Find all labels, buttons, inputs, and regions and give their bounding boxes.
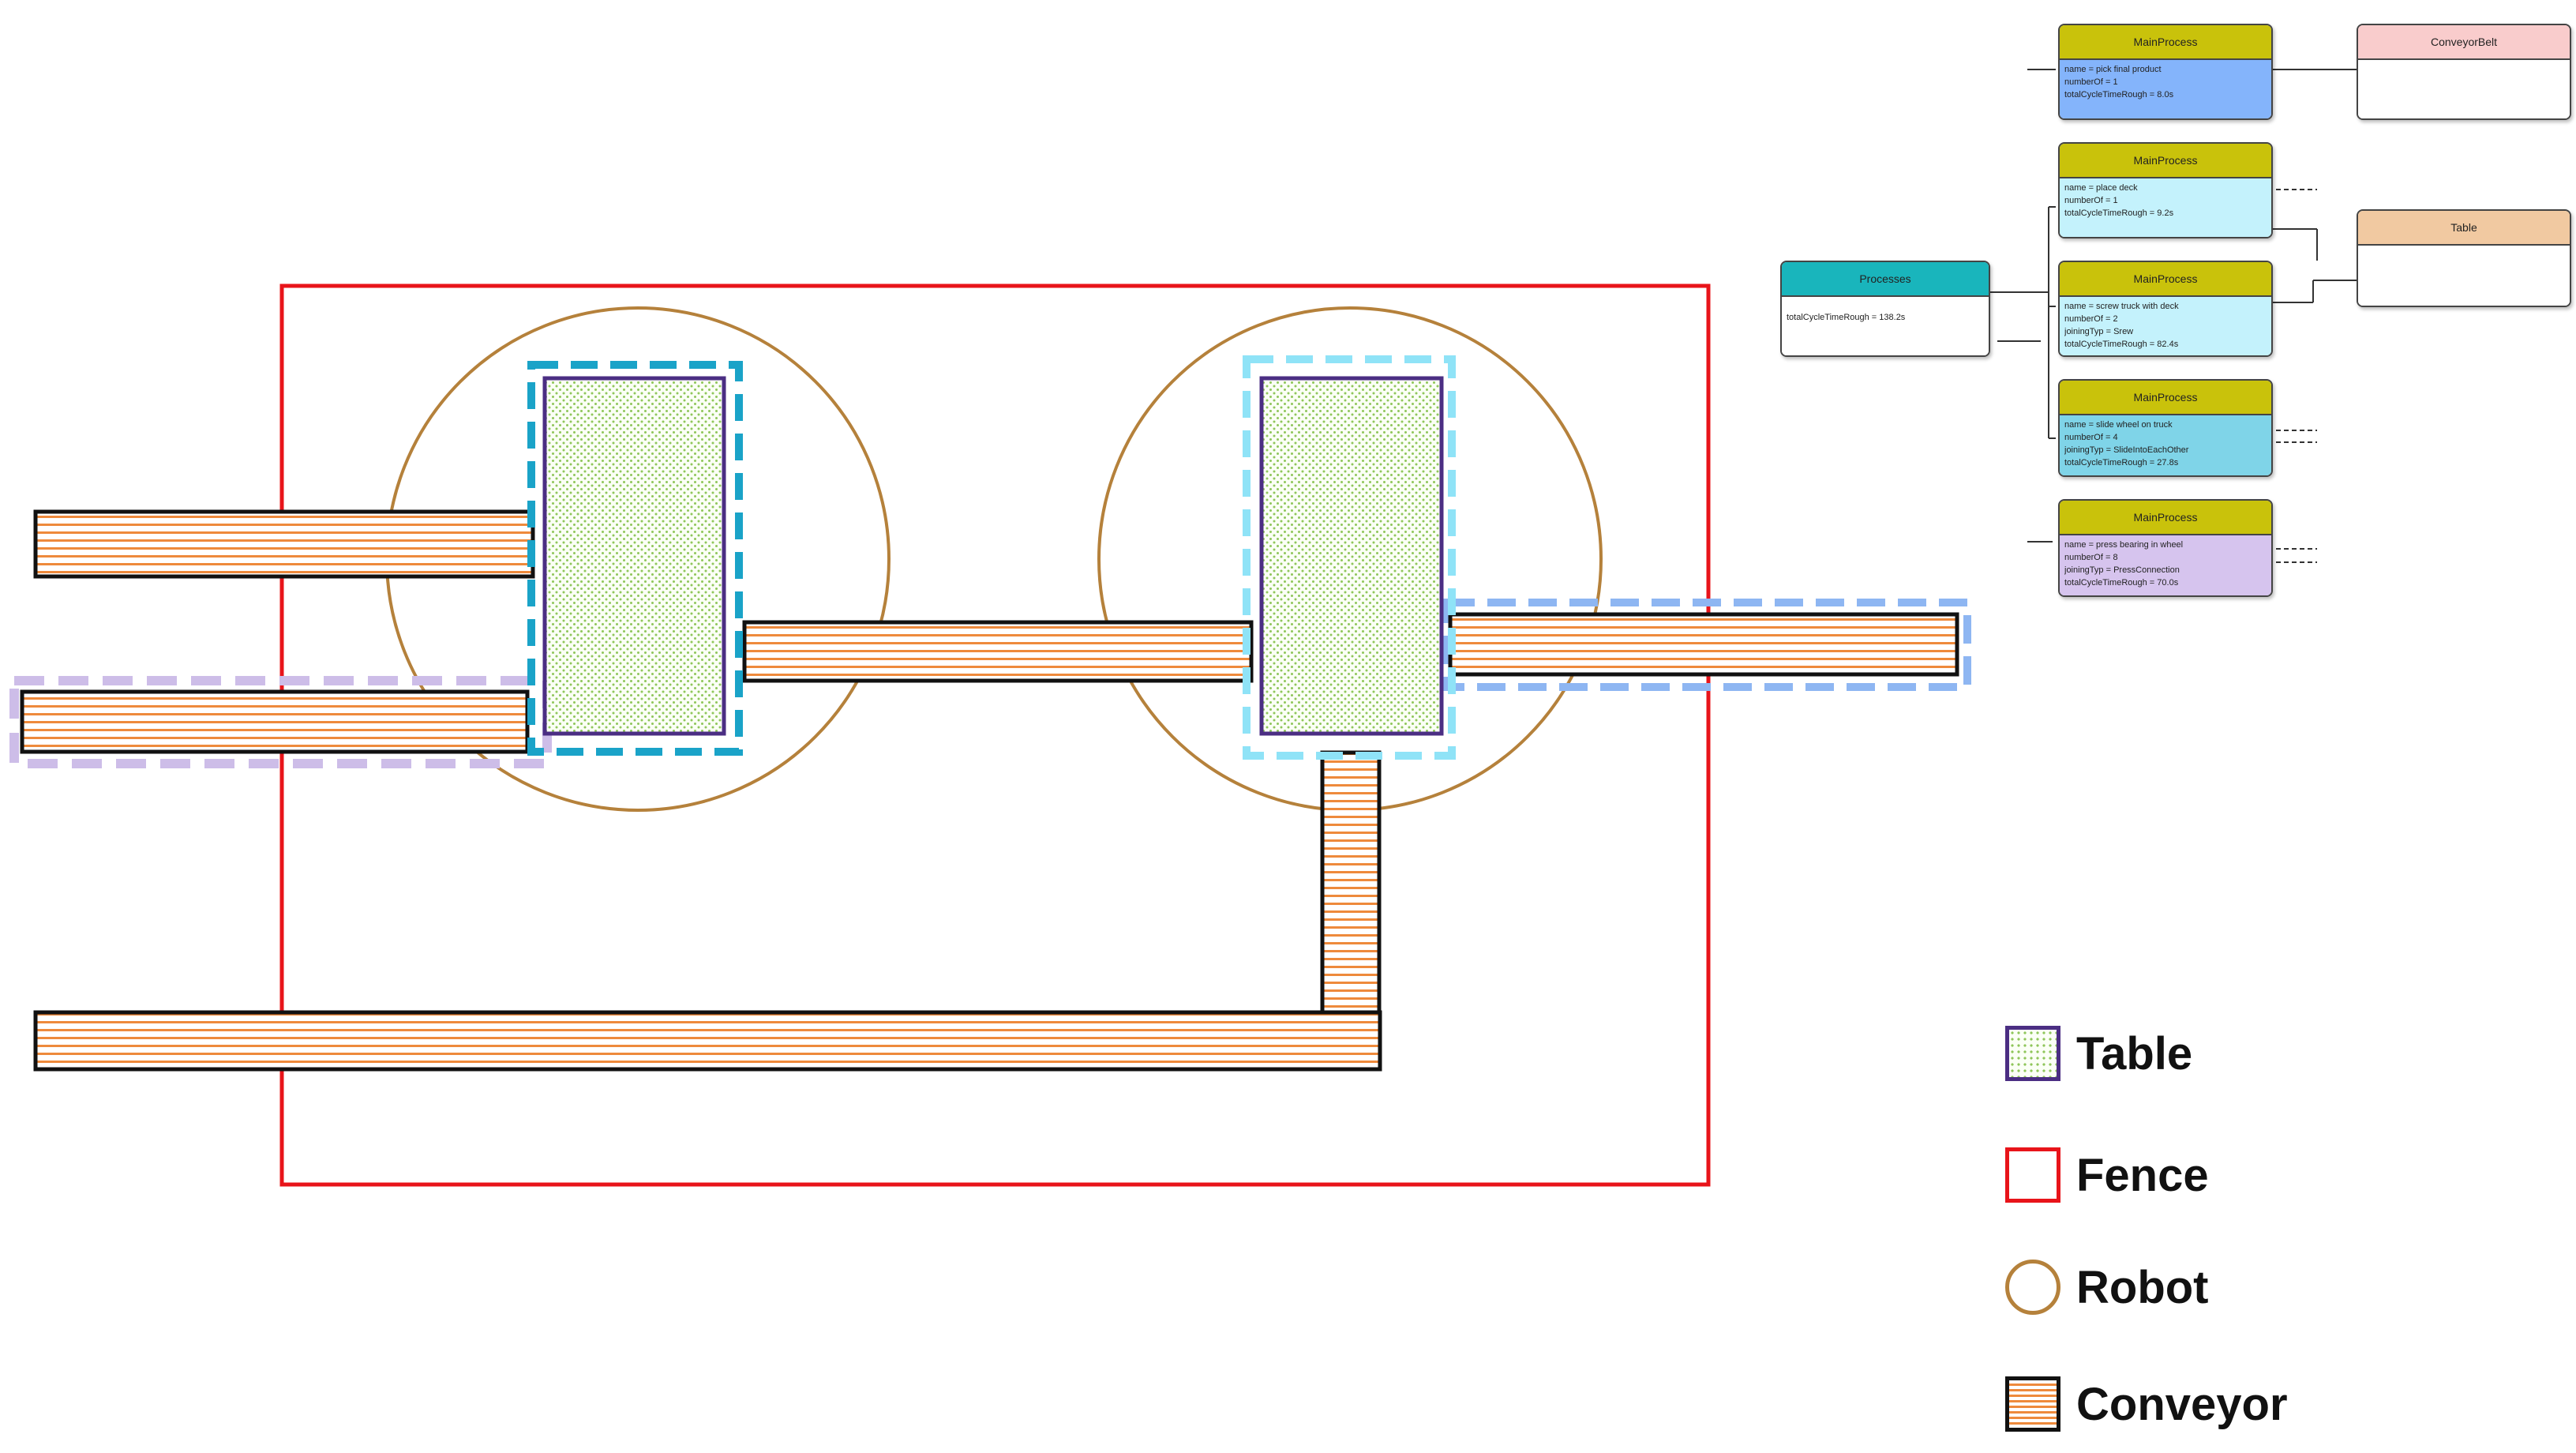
legend-fence-swatch	[2005, 1147, 2060, 1203]
uml-attr: name = screw truck with deck	[2064, 302, 2179, 311]
uml-attr: totalCycleTimeRough = 82.4s	[2064, 340, 2179, 349]
uml-mainprocess-title: MainProcess	[2060, 25, 2271, 60]
legend-table-swatch	[2005, 1026, 2060, 1081]
uml-processes-title: Processes	[1782, 262, 1989, 297]
uml-mainprocess-press: MainProcess name = press bearing in whee…	[2058, 499, 2273, 597]
uml-processes-attributes: totalCycleTimeRough = 138.2s	[1782, 297, 1989, 355]
table-right	[1259, 376, 1444, 736]
uml-processes-attr: totalCycleTimeRough = 138.2s	[1787, 313, 1906, 322]
uml-attr: name = slide wheel on truck	[2064, 420, 2173, 430]
uml-attr: numberOf = 1	[2064, 77, 2118, 87]
zone-screw-truck	[527, 361, 743, 756]
legend-conveyor-label: Conveyor	[2076, 1378, 2288, 1430]
uml-attr: numberOf = 1	[2064, 196, 2118, 205]
zone-slide-wheel	[1243, 355, 1456, 760]
conveyor-bottom	[33, 1010, 1382, 1072]
uml-connectors	[1986, 69, 2357, 563]
legend-robot-swatch	[2005, 1260, 2060, 1315]
legend-table: Table	[2005, 1022, 2192, 1085]
uml-mainprocess-place-deck: MainProcess name = place deck numberOf =…	[2058, 142, 2273, 238]
uml-mainprocess-title: MainProcess	[2060, 144, 2271, 178]
uml-attr: numberOf = 4	[2064, 433, 2118, 442]
conveyor-left-lower	[20, 689, 530, 754]
legend-conveyor: Conveyor	[2005, 1372, 2288, 1436]
conveyor-vertical	[1320, 750, 1382, 1016]
conveyor-middle	[742, 620, 1254, 683]
uml-conveyorbelt-class: ConveyorBelt	[2357, 24, 2571, 120]
uml-processes-class: Processes totalCycleTimeRough = 138.2s	[1780, 261, 1990, 357]
table-left	[542, 376, 726, 736]
legend-conveyor-swatch	[2005, 1376, 2060, 1432]
uml-attr: name = place deck	[2064, 183, 2138, 193]
legend-fence-label: Fence	[2076, 1149, 2209, 1201]
uml-attr: totalCycleTimeRough = 70.0s	[2064, 578, 2179, 588]
uml-mainprocess-pick: MainProcess name = pick final product nu…	[2058, 24, 2273, 120]
legend-robot-label: Robot	[2076, 1261, 2209, 1313]
uml-attr: joiningTyp = Srew	[2064, 327, 2134, 336]
uml-attr: name = press bearing in wheel	[2064, 540, 2184, 550]
uml-attr: totalCycleTimeRough = 9.2s	[2064, 208, 2174, 218]
uml-attr: numberOf = 2	[2064, 314, 2118, 324]
uml-attr: totalCycleTimeRough = 8.0s	[2064, 90, 2174, 99]
uml-attr: numberOf = 8	[2064, 553, 2118, 562]
uml-table-title: Table	[2358, 211, 2570, 246]
zone-pick-final-product	[1442, 599, 1971, 691]
uml-mainprocess-slide: MainProcess name = slide wheel on truck …	[2058, 379, 2273, 477]
uml-table-class: Table	[2357, 209, 2571, 307]
uml-mainprocess-title: MainProcess	[2060, 501, 2271, 535]
zone-press-bearing	[9, 676, 552, 768]
uml-mainprocess-title: MainProcess	[2060, 381, 2271, 415]
conveyor-left-upper	[33, 509, 535, 579]
uml-attr: name = pick final product	[2064, 65, 2162, 74]
uml-mainprocess-title: MainProcess	[2060, 262, 2271, 297]
conveyor-right	[1448, 612, 1959, 677]
uml-attr: totalCycleTimeRough = 27.8s	[2064, 458, 2179, 467]
legend-table-label: Table	[2076, 1027, 2193, 1079]
uml-conveyorbelt-title: ConveyorBelt	[2358, 25, 2570, 60]
legend-fence: Fence	[2005, 1143, 2209, 1207]
uml-mainprocess-screw: MainProcess name = screw truck with deck…	[2058, 261, 2273, 357]
uml-attr: joiningTyp = SlideIntoEachOther	[2064, 445, 2189, 455]
uml-attr: joiningTyp = PressConnection	[2064, 565, 2180, 575]
legend-robot: Robot	[2005, 1256, 2209, 1319]
